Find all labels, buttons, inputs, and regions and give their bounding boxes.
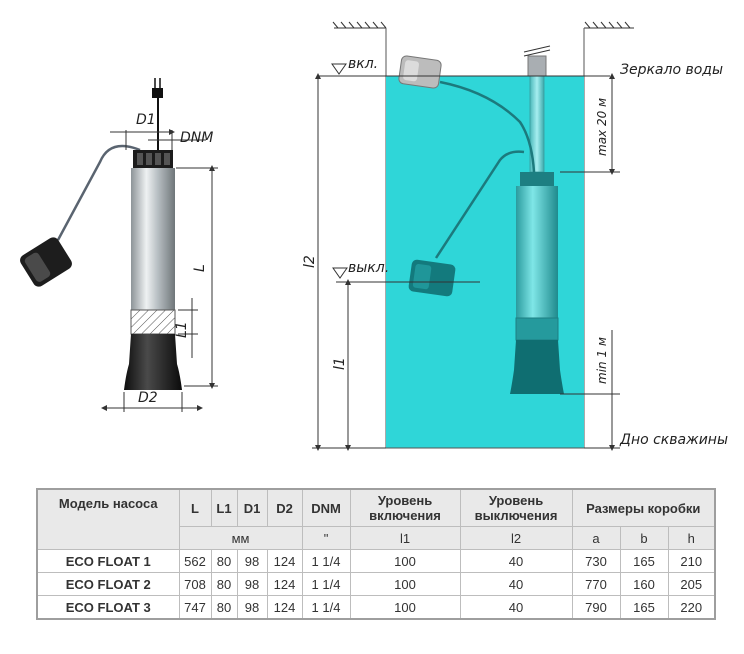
subheader-l2: l2 <box>459 526 573 550</box>
subheader-mm: мм <box>178 526 303 550</box>
float-switch-on-icon <box>398 55 442 89</box>
pump-diagram: D1 DNM L L1 D2 <box>20 21 728 451</box>
submerged-pump-body <box>516 186 558 318</box>
cell-dnm: 1 1/4 <box>301 595 351 620</box>
l2-label: l2 <box>302 255 318 268</box>
subheader-a: a <box>571 526 621 550</box>
cell-l1: 100 <box>349 572 461 596</box>
cell-d2: 124 <box>266 572 303 596</box>
pump-base <box>124 334 182 390</box>
cell-a: 770 <box>571 572 621 596</box>
subheader-h: h <box>667 526 716 550</box>
cell-l1: 80 <box>210 572 238 596</box>
header-L: L <box>178 488 212 527</box>
off-level-label: выкл. <box>348 260 389 276</box>
cell-l1: 100 <box>349 595 461 620</box>
header-DNM: DNM <box>301 488 351 527</box>
pump-body <box>131 168 175 310</box>
cell-d1: 98 <box>236 572 268 596</box>
float-switch-icon <box>20 237 72 287</box>
header-on-level: Уровень включения <box>349 488 461 527</box>
cell-model: ECO FLOAT 2 <box>36 572 180 596</box>
header-box-size: Размеры коробки <box>571 488 716 527</box>
cell-b: 165 <box>619 595 669 620</box>
subheader-b: b <box>619 526 669 550</box>
on-level-label: вкл. <box>348 56 378 72</box>
cell-model: ECO FLOAT 3 <box>36 595 180 620</box>
l-dimension-label: L <box>192 264 208 272</box>
d1-label: D1 <box>136 112 156 128</box>
cell-h: 210 <box>667 549 716 573</box>
cell-l: 562 <box>178 549 212 573</box>
cell-d2: 124 <box>266 549 303 573</box>
pump-intake <box>130 309 176 335</box>
specification-table: Модель насоса L L1 D1 D2 DNM Уровень вкл… <box>36 488 717 620</box>
power-plug-icon <box>152 78 163 98</box>
well-bottom-label: Дно скважины <box>619 432 728 448</box>
cell-b: 160 <box>619 572 669 596</box>
cell-h: 220 <box>667 595 716 620</box>
float-cable <box>56 144 141 241</box>
header-off-level: Уровень выключения <box>459 488 573 527</box>
cell-l2: 40 <box>459 595 573 620</box>
well-drawing: вкл. выкл. l2 l1 Зеркало воды max 20 м m… <box>302 21 728 451</box>
cell-h: 205 <box>667 572 716 596</box>
cell-b: 165 <box>619 549 669 573</box>
d2-label: D2 <box>138 390 158 406</box>
l1-label: l1 <box>332 357 348 370</box>
cell-l1: 100 <box>349 549 461 573</box>
header-D1: D1 <box>236 488 268 527</box>
max-depth-label: max 20 м <box>595 98 609 156</box>
cell-d2: 124 <box>266 595 303 620</box>
cell-l1: 80 <box>210 595 238 620</box>
header-model: Модель насоса <box>36 488 180 550</box>
float-switch-off-icon <box>408 259 456 297</box>
dnm-label: DNM <box>180 130 213 146</box>
cell-a: 790 <box>571 595 621 620</box>
cell-d1: 98 <box>236 549 268 573</box>
pump-drawing: D1 DNM L L1 D2 <box>20 78 218 412</box>
cell-l: 708 <box>178 572 212 596</box>
water-mirror-label: Зеркало воды <box>620 62 723 78</box>
cell-l: 747 <box>178 595 212 620</box>
cell-model: ECO FLOAT 1 <box>36 549 180 573</box>
cell-d1: 98 <box>236 595 268 620</box>
header-L1: L1 <box>210 488 238 527</box>
cell-l2: 40 <box>459 572 573 596</box>
cell-dnm: 1 1/4 <box>301 549 351 573</box>
min-clearance-label: min 1 м <box>595 337 609 384</box>
header-D2: D2 <box>266 488 303 527</box>
cell-l1: 80 <box>210 549 238 573</box>
cell-l2: 40 <box>459 549 573 573</box>
submerged-pump-base <box>510 340 564 394</box>
l1-dimension-label: L1 <box>174 321 190 338</box>
subheader-inch: " <box>301 526 351 550</box>
cell-a: 730 <box>571 549 621 573</box>
subheader-l1: l1 <box>349 526 461 550</box>
cell-dnm: 1 1/4 <box>301 572 351 596</box>
